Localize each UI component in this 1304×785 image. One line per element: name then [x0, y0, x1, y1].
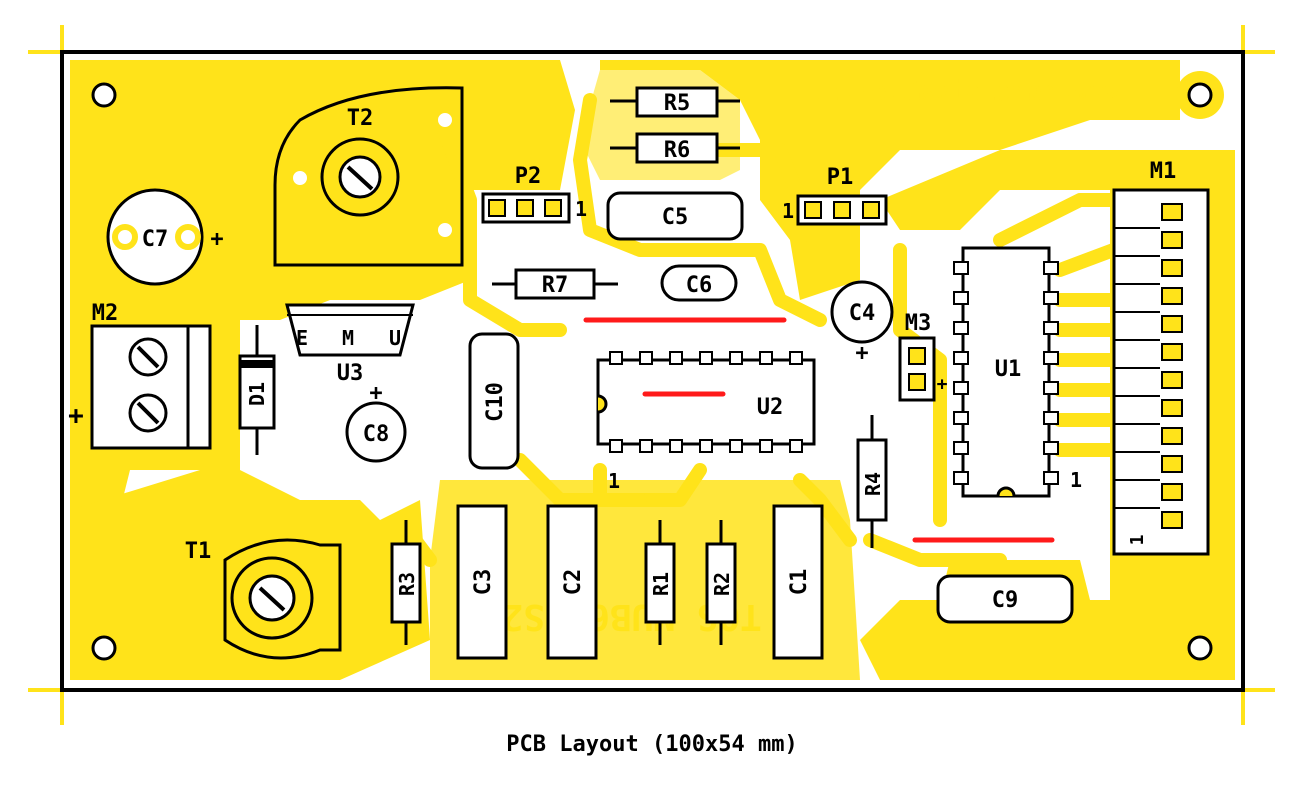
label-c4: C4 — [849, 301, 876, 326]
capacitor-c4: C4 + — [830, 280, 894, 366]
resistor-r4: R4 — [856, 415, 888, 548]
m2-plus: + — [68, 401, 84, 431]
website-label: www.narcisivalter.it — [808, 77, 1121, 107]
m3-plus: + — [937, 374, 948, 395]
ic-u1: U1 1 — [953, 246, 1082, 498]
label-c8: C8 — [363, 422, 390, 447]
c4-plus: + — [855, 341, 868, 366]
resistor-r7: R7 — [492, 268, 618, 300]
label-r3: R3 — [395, 572, 419, 596]
label-c10: C10 — [483, 382, 508, 422]
label-u2: U2 — [757, 395, 784, 420]
label-u1: U1 — [995, 357, 1022, 382]
mounting-holes — [80, 71, 1224, 672]
capacitor-c10: C10 — [468, 332, 520, 470]
trimmer-t2: T2 — [273, 86, 464, 267]
p1-pin1: 1 — [782, 199, 794, 223]
capacitor-c6: C6 — [660, 264, 738, 302]
resistor-r1: R1 — [644, 520, 676, 645]
u3-pin-u: U — [389, 326, 401, 350]
label-t1: T1 — [185, 539, 212, 564]
capacitor-c5: C5 — [606, 191, 744, 241]
figure-caption: PCB Layout (100x54 mm) — [506, 732, 798, 757]
label-p1: P1 — [827, 165, 854, 190]
label-c1: C1 — [787, 569, 812, 596]
label-r1: R1 — [649, 572, 673, 596]
label-t2: T2 — [347, 106, 374, 131]
header-p2: P2 1 — [481, 164, 587, 224]
label-d1: D1 — [245, 382, 269, 406]
regulator-u3: E M U U3 — [285, 303, 415, 386]
c8-plus: + — [369, 381, 382, 406]
jumper-wires — [583, 317, 1055, 543]
header-p1: P1 1 — [782, 165, 888, 226]
u2-pin1: 1 — [608, 469, 620, 493]
capacitor-c3: C3 — [456, 504, 508, 660]
terminal-m2: M2 + — [68, 301, 212, 450]
capacitor-c8: C8 + — [345, 381, 407, 463]
header-m3: M3 + — [898, 311, 948, 402]
p2-pin1: 1 — [575, 197, 587, 221]
resistor-r3: R3 — [390, 520, 422, 645]
label-c2: C2 — [561, 569, 586, 596]
capacitor-c2: C2 — [546, 504, 598, 660]
resistor-r6: R6 — [610, 132, 740, 164]
label-u3: U3 — [337, 361, 364, 386]
label-m3: M3 — [905, 311, 932, 336]
label-r4: R4 — [861, 472, 885, 496]
label-c6: C6 — [686, 273, 713, 298]
label-m2: M2 — [92, 301, 119, 326]
label-c3: C3 — [471, 569, 496, 596]
capacitor-c1: C1 — [772, 504, 824, 660]
m1-pin1: 1 — [1127, 535, 1148, 546]
resistor-r2: R2 — [705, 520, 737, 645]
u3-pin-m: M — [342, 326, 354, 350]
capacitor-c7: C7 + — [106, 188, 224, 286]
label-c9: C9 — [992, 588, 1019, 613]
label-c7: C7 — [142, 227, 169, 252]
label-p2: P2 — [515, 164, 542, 189]
trimmer-t1: T1 — [185, 538, 342, 660]
u1-pin1: 1 — [1070, 468, 1082, 492]
label-r7: R7 — [542, 273, 569, 298]
connector-m1: M1 1 — [1112, 159, 1210, 556]
label-r2: R2 — [710, 572, 734, 596]
capacitor-c9: C9 — [936, 574, 1074, 624]
resistor-r5: R5 — [610, 86, 740, 118]
c7-plus: + — [210, 227, 223, 252]
ic-u2: U2 1 — [596, 351, 816, 493]
label-r5: R5 — [664, 91, 691, 116]
label-c5: C5 — [662, 205, 689, 230]
label-m1: M1 — [1150, 159, 1177, 184]
label-r6: R6 — [664, 138, 691, 163]
diode-d1: D1 — [238, 325, 276, 455]
u3-pin-e: E — [296, 326, 308, 350]
